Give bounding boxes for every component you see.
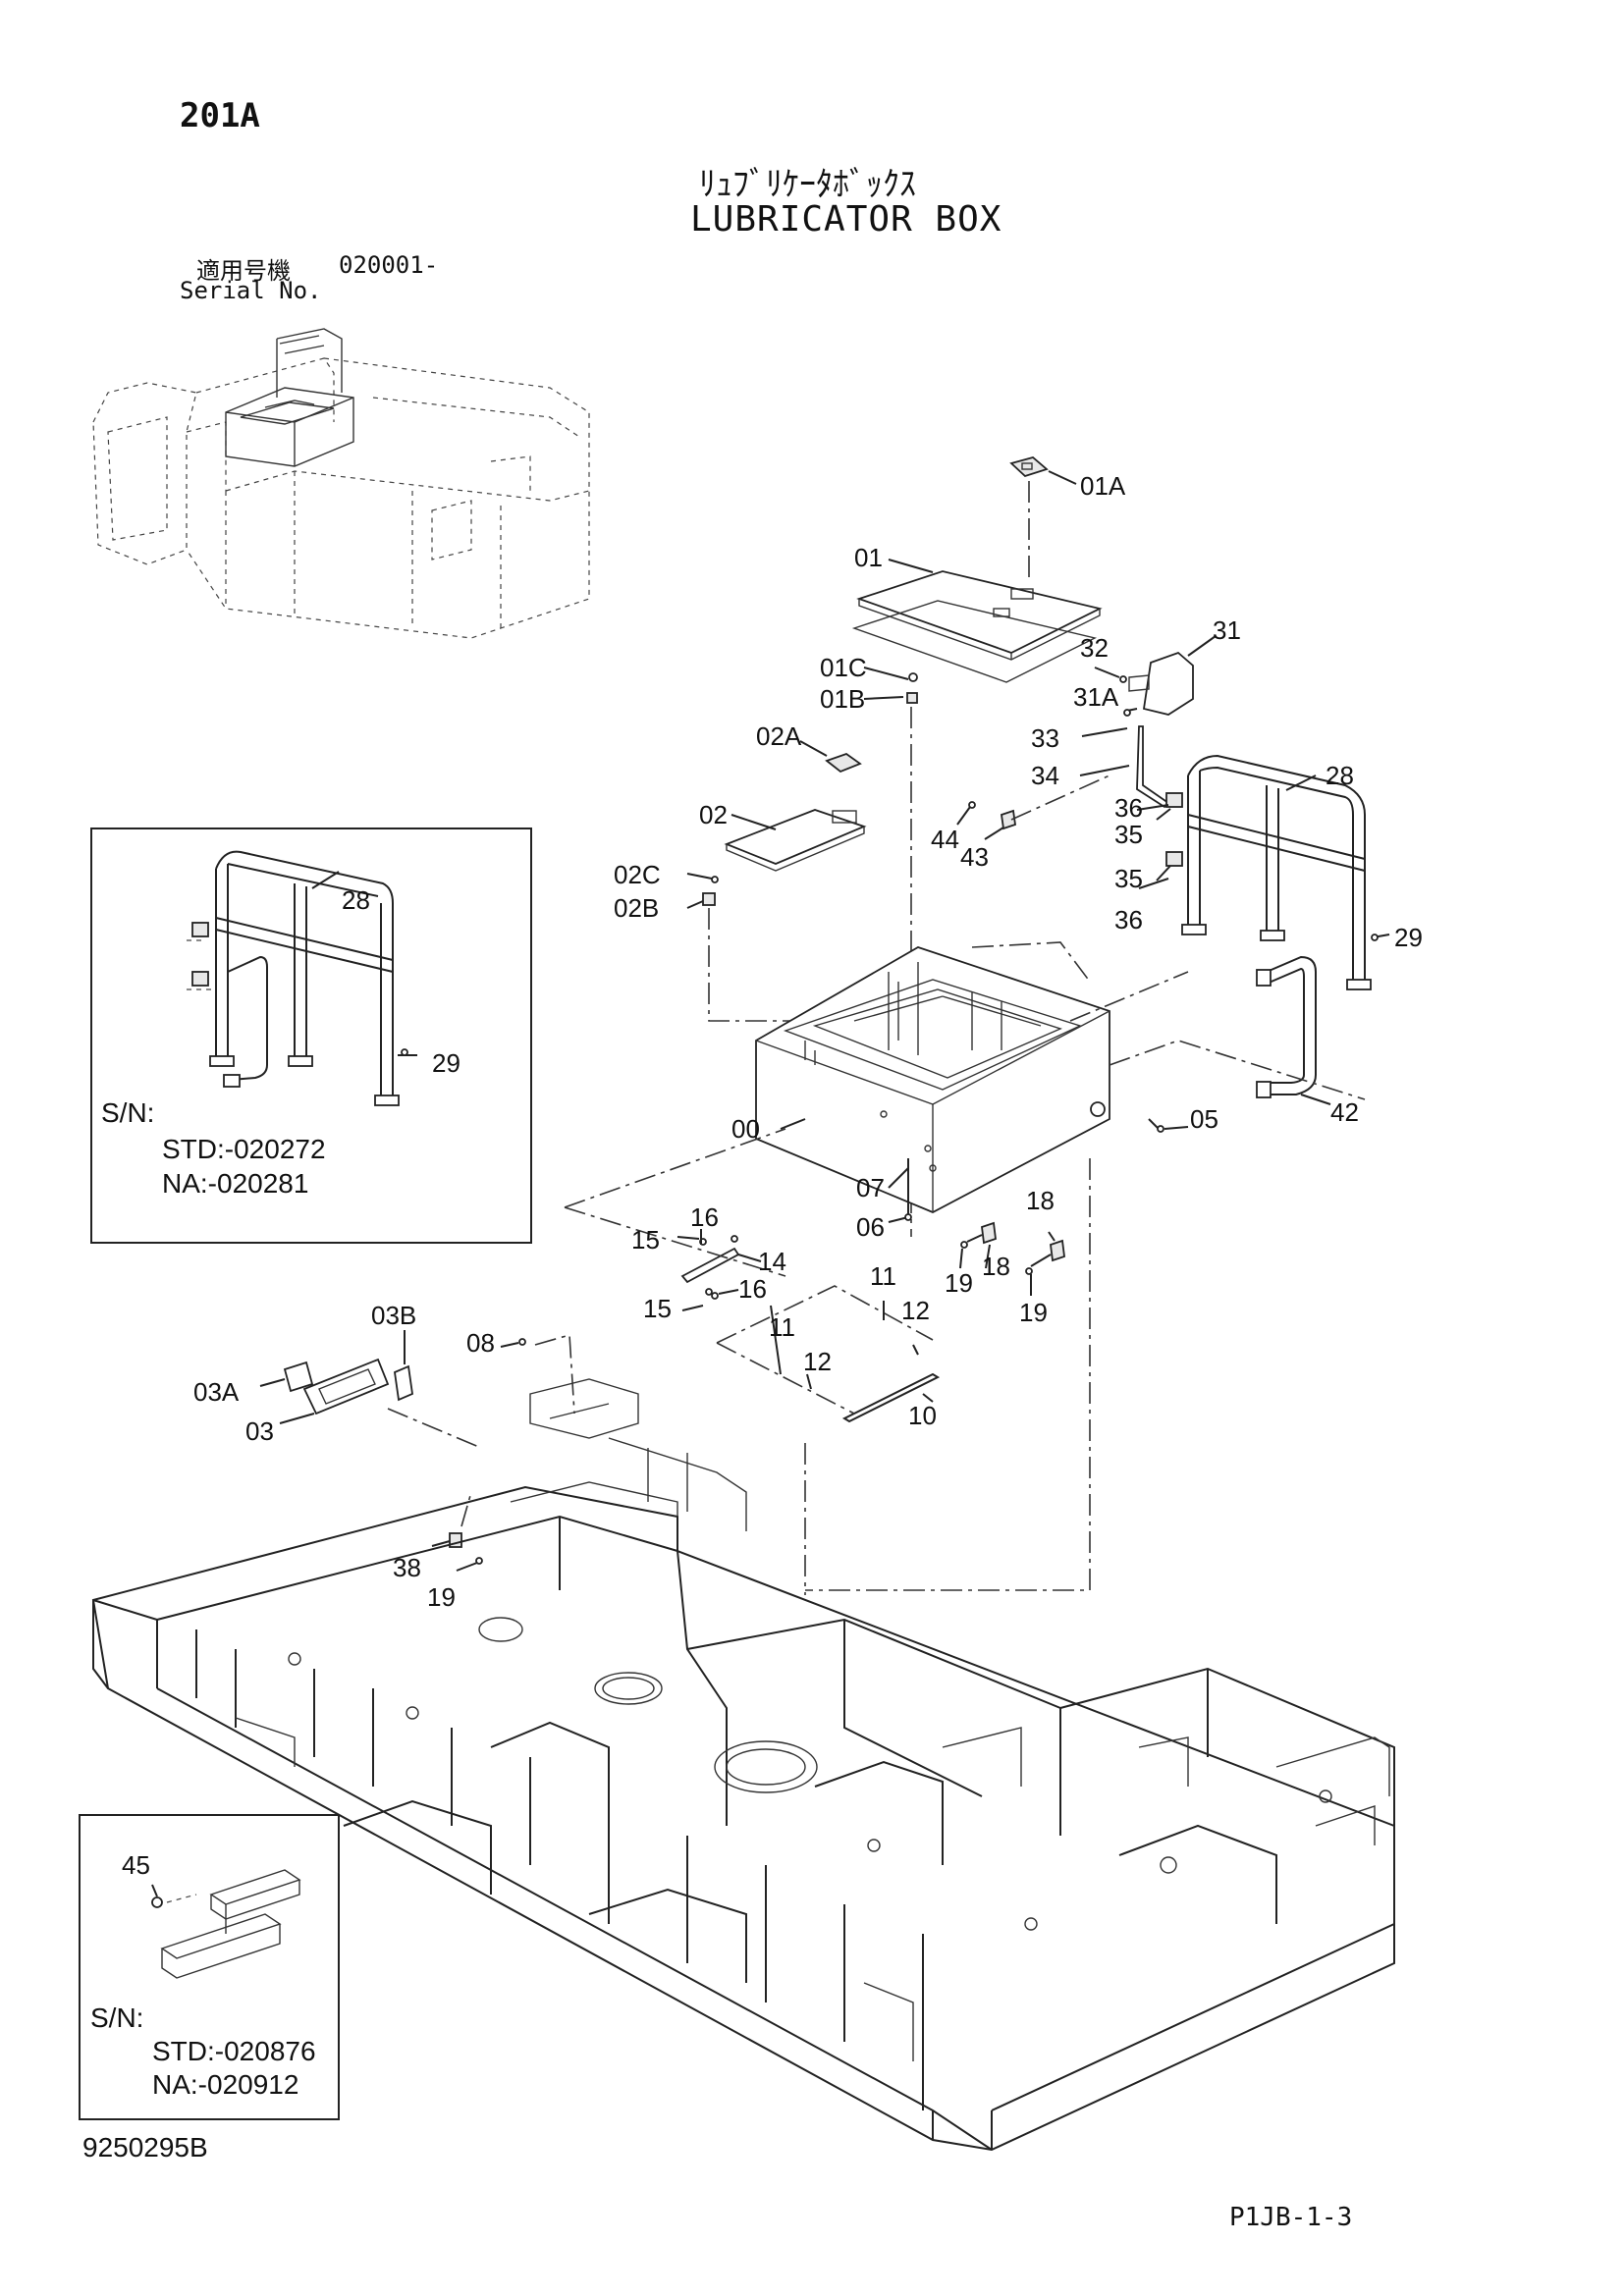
part-01-gasket — [851, 600, 1098, 683]
callout-03B: 03B — [371, 1301, 417, 1330]
inset-handrail-drawing — [191, 850, 400, 1106]
part-42-side-rail — [1256, 955, 1317, 1098]
callout-11-left: 11 — [769, 1312, 795, 1342]
callout-31: 31 — [1213, 615, 1241, 645]
callout-02C: 02C — [614, 860, 661, 889]
callout-08: 08 — [466, 1328, 495, 1358]
page-reference: P1JB-1-3 — [1229, 2203, 1353, 2232]
title-english: LUBRICATOR BOX — [690, 199, 1002, 240]
callout-43: 43 — [960, 842, 989, 872]
title-japanese: ﾘｭﾌﾞﾘｹｰﾀﾎﾞｯｸｽ — [699, 165, 916, 204]
callout-36-upper: 36 — [1114, 793, 1143, 823]
callout-42: 42 — [1330, 1097, 1359, 1127]
page-code: 201A — [180, 96, 260, 135]
inset-top-callout-29: 29 — [432, 1048, 460, 1078]
inset-bottom-std: STD:-020876 — [152, 2036, 316, 2066]
inset-top-callout-28: 28 — [342, 885, 370, 915]
callout-19-frame: 19 — [427, 1582, 456, 1612]
inset-top-std: STD:-020272 — [162, 1134, 326, 1164]
machine-overview-box-highlight — [225, 328, 354, 467]
callout-03: 03 — [245, 1416, 274, 1446]
part-31-mirror — [1128, 651, 1194, 716]
callout-44: 44 — [931, 825, 959, 854]
part-02-plate — [724, 809, 867, 872]
callout-19-right: 19 — [1019, 1298, 1048, 1327]
callout-00: 00 — [731, 1114, 760, 1144]
part-02A — [825, 752, 862, 774]
part-01A — [1009, 456, 1049, 478]
callout-35-upper: 35 — [1114, 820, 1143, 849]
callout-33: 33 — [1031, 723, 1059, 753]
serial-label-jp: 適用号機 — [196, 257, 291, 285]
part-01-cover — [856, 570, 1103, 661]
upper-frame-details — [235, 1378, 1390, 2061]
callout-01B: 01B — [820, 684, 866, 714]
inset-box-handrail-variant — [90, 828, 532, 1244]
callout-10: 10 — [908, 1401, 937, 1430]
callout-16-lower: 16 — [738, 1274, 767, 1304]
callout-06: 06 — [856, 1212, 885, 1242]
callout-02B: 02B — [614, 893, 660, 923]
callout-11-right: 11 — [870, 1261, 896, 1291]
callout-36-lower: 36 — [1114, 905, 1143, 934]
callout-16-upper: 16 — [690, 1202, 719, 1232]
drawing-number: 9250295B — [82, 2132, 208, 2163]
callout-34: 34 — [1031, 761, 1059, 790]
callout-15-lower: 15 — [643, 1294, 672, 1323]
callout-01C: 01C — [820, 653, 867, 682]
callout-01A: 01A — [1080, 471, 1126, 501]
callout-12-left: 12 — [803, 1347, 832, 1376]
callout-02: 02 — [699, 800, 728, 829]
callout-07: 07 — [856, 1173, 885, 1202]
serial-label-en: Serial No. — [180, 277, 322, 304]
callout-32: 32 — [1080, 633, 1109, 663]
inset-bottom-na: NA:-020912 — [152, 2069, 299, 2100]
callout-35-lower: 35 — [1114, 864, 1143, 893]
part-14-bracket — [680, 1235, 740, 1300]
callout-18-right: 18 — [1026, 1186, 1055, 1215]
inset-top-na: NA:-020281 — [162, 1168, 309, 1199]
callout-12-right: 12 — [901, 1296, 930, 1325]
part-28-handrail — [1181, 754, 1372, 990]
callout-19-left: 19 — [945, 1268, 973, 1298]
callout-03A: 03A — [193, 1377, 240, 1407]
callout-18-left: 18 — [982, 1252, 1010, 1281]
callout-28: 28 — [1326, 761, 1354, 790]
part-03-group — [283, 1358, 413, 1415]
callout-38: 38 — [393, 1553, 421, 1582]
serial-value: 020001- — [339, 251, 439, 279]
callout-14: 14 — [758, 1247, 786, 1276]
inset-bottom-callout-45: 45 — [122, 1850, 150, 1880]
machine-overview-sketch — [92, 357, 590, 639]
callout-31A: 31A — [1073, 682, 1119, 712]
callout-05: 05 — [1190, 1104, 1218, 1134]
inset-top-sn-label: S/N: — [101, 1097, 155, 1128]
inset-bracket-drawing — [160, 1869, 301, 1979]
callout-15-upper: 15 — [631, 1225, 660, 1255]
callout-29: 29 — [1394, 923, 1423, 952]
callout-01: 01 — [854, 543, 883, 572]
part-00-lubricator-box — [755, 946, 1110, 1213]
upper-frame-structure — [91, 1485, 1395, 2152]
callout-02A: 02A — [756, 721, 802, 751]
inset-bottom-sn-label: S/N: — [90, 2002, 144, 2033]
